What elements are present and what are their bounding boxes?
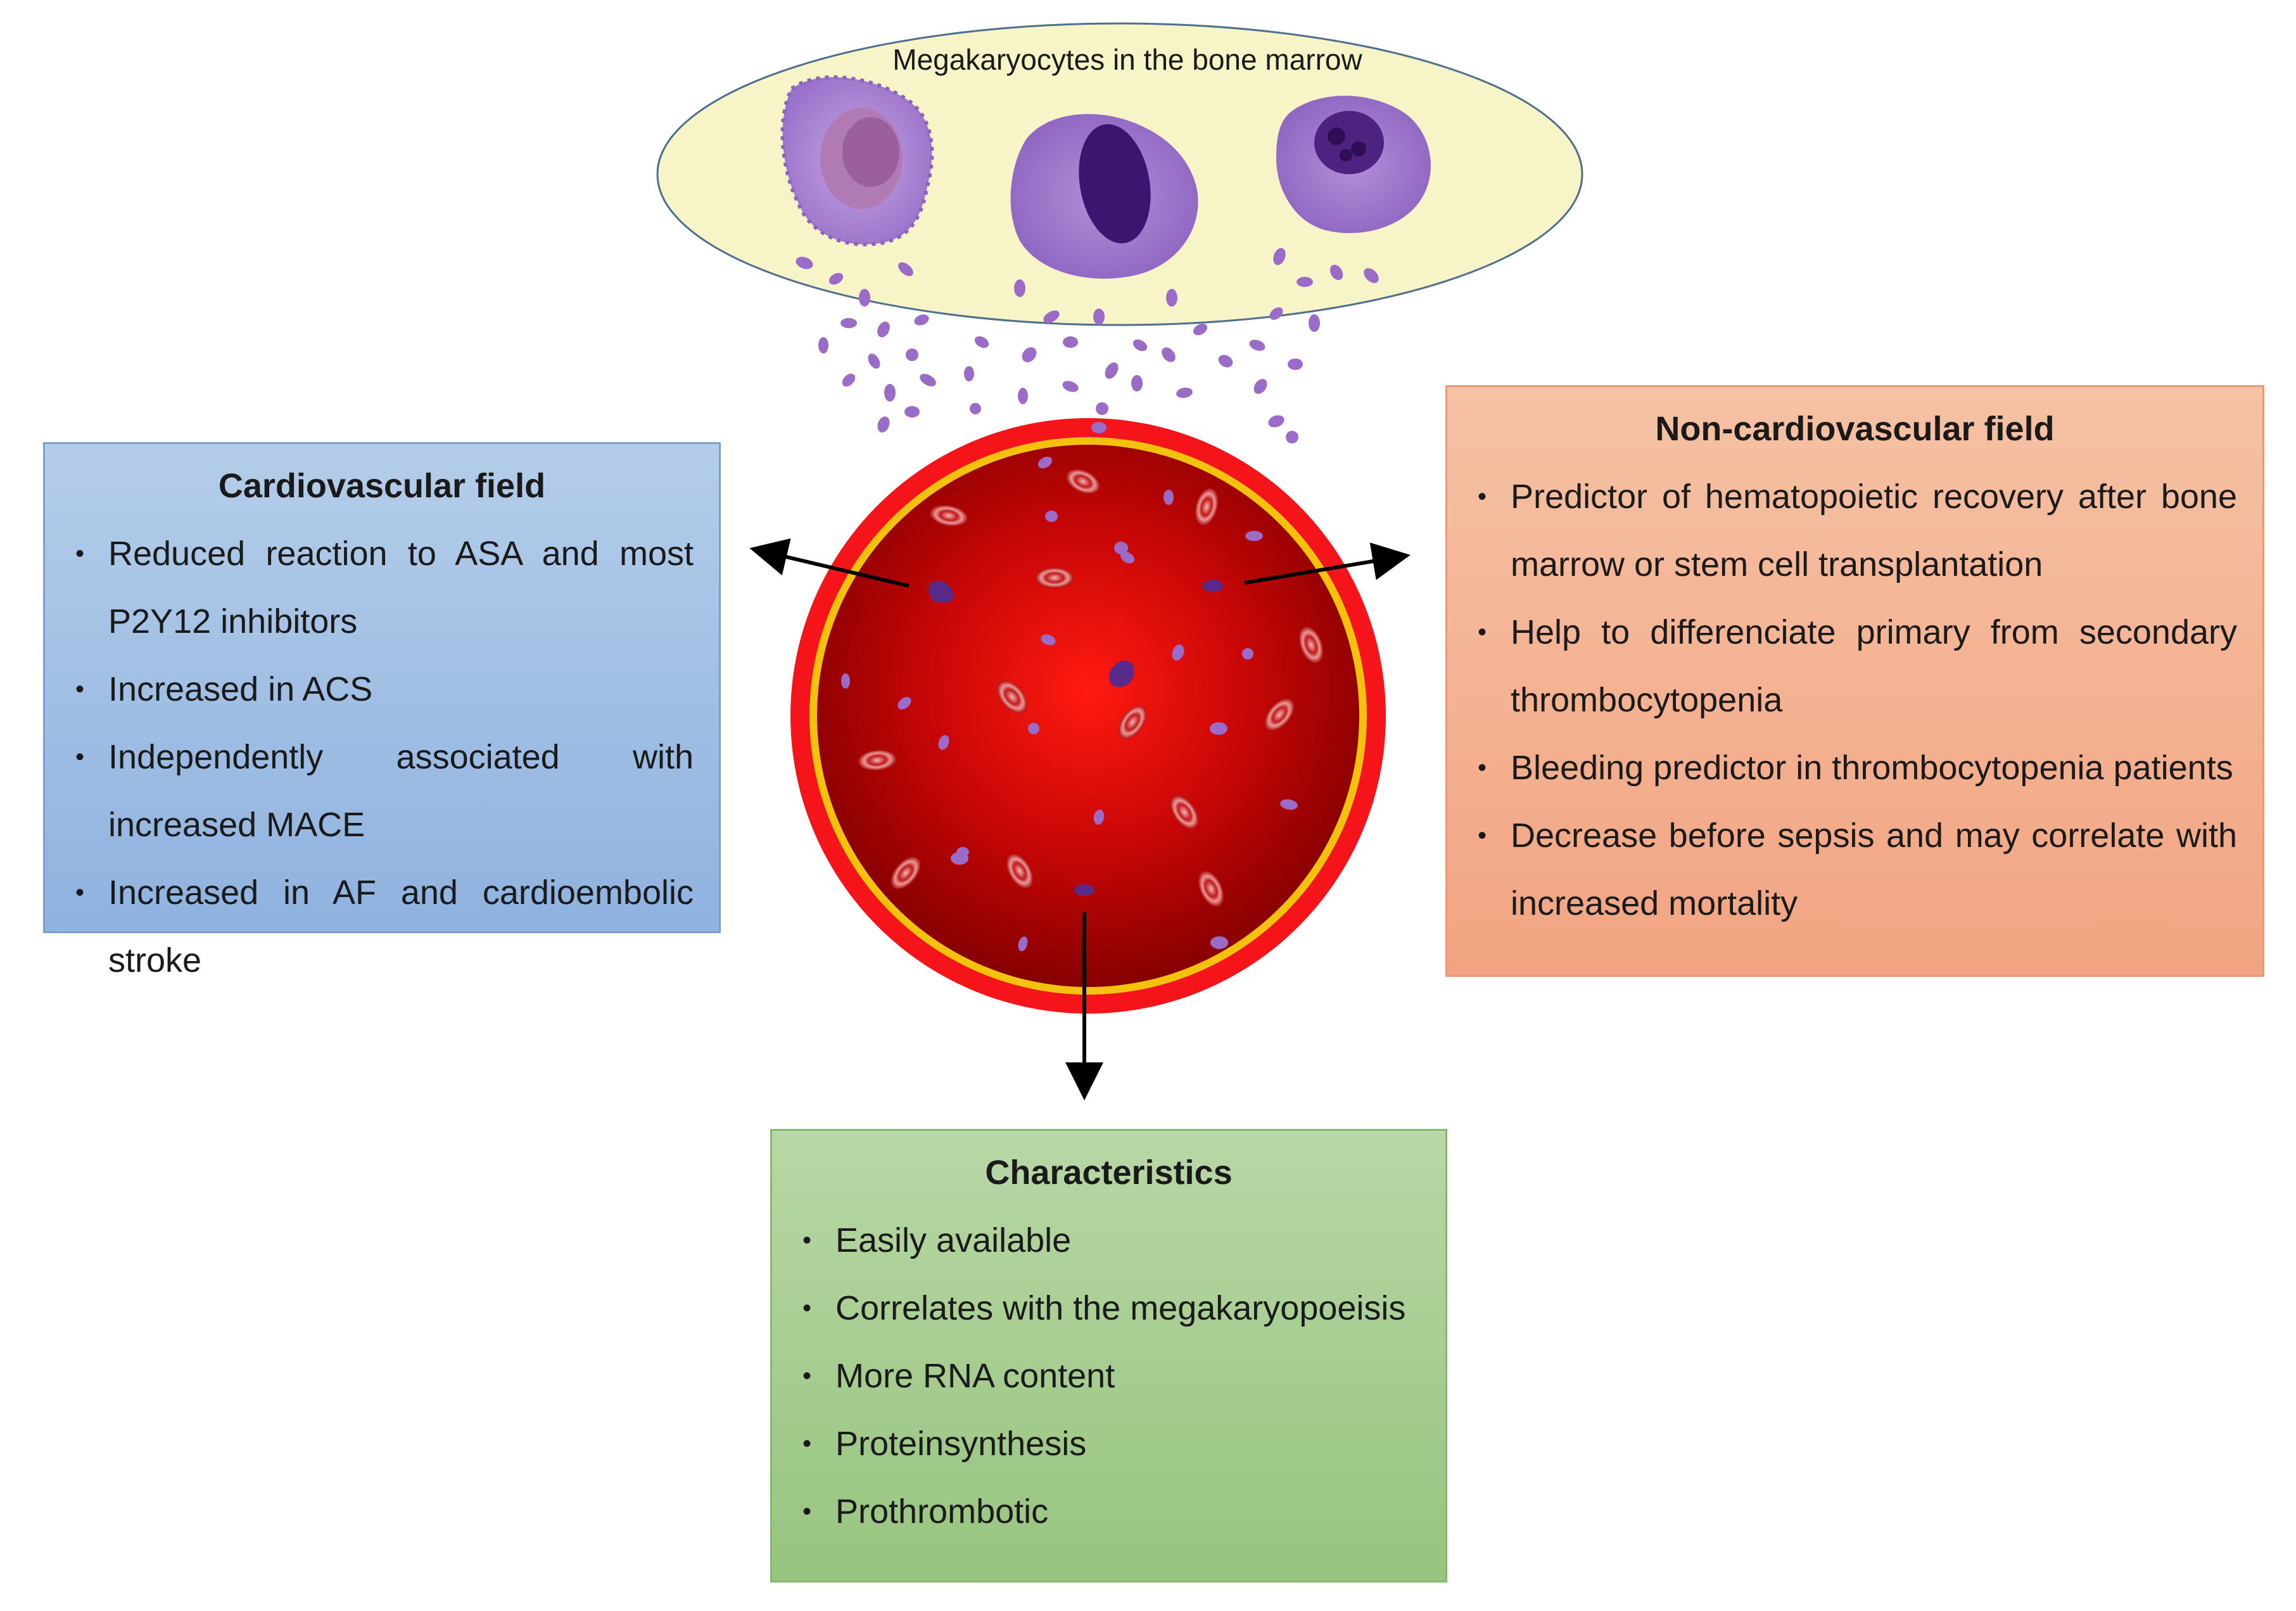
characteristics-list: Easily available Correlates with the meg… <box>797 1207 1420 1546</box>
list-item: Predictor of hematopoietic recovery afte… <box>1473 463 2237 599</box>
bone-marrow-title: Megakaryocytes in the bone marrow <box>892 43 1362 76</box>
megakaryocyte-cell-1 <box>780 75 934 246</box>
blood-vessel <box>790 418 1386 1014</box>
platelets-in-vessel <box>841 422 1298 952</box>
list-item: Increased in ACS <box>70 656 694 723</box>
list-item: Help to differenciate primary from secon… <box>1473 599 2237 734</box>
list-item: Prothrombotic <box>797 1478 1420 1546</box>
reticulated-platelets <box>929 580 1223 896</box>
non-cardiovascular-list: Predictor of hematopoietic recovery afte… <box>1473 463 2237 938</box>
megakaryocyte-cell-2 <box>1010 114 1198 279</box>
non-cardiovascular-panel: Non-cardiovascular field Predictor of he… <box>1445 385 2264 977</box>
ellipse-title-wrapper: Megakaryocytes in the bone marrow <box>892 43 1362 76</box>
released-platelets <box>796 248 1379 443</box>
red-blood-cells <box>858 469 1323 907</box>
non-cardiovascular-title: Non-cardiovascular field <box>1655 410 2055 448</box>
cardiovascular-list: Reduced reaction to ASA and most P2Y12 i… <box>70 520 694 995</box>
characteristics-title: Characteristics <box>985 1154 1233 1192</box>
megakaryocyte-cell-3 <box>1276 96 1431 233</box>
arrow-to-cardiovascular <box>749 538 910 588</box>
list-item: More RNA content <box>797 1342 1420 1410</box>
list-item: Increased in AF and cardioembolic stroke <box>70 859 694 995</box>
list-item: Independently associated with increased … <box>70 723 694 859</box>
arrow-to-non-cardiovascular <box>1244 542 1411 585</box>
characteristics-panel: Characteristics Easily available Correla… <box>770 1129 1447 1582</box>
list-item: Correlates with the megakaryopoeisis <box>797 1275 1420 1342</box>
list-item: Decrease before sepsis and may correlate… <box>1473 802 2237 938</box>
list-item: Easily available <box>797 1207 1420 1275</box>
cardiovascular-panel: Cardiovascular field Reduced reaction to… <box>43 442 721 979</box>
list-item: Reduced reaction to ASA and most P2Y12 i… <box>70 520 694 656</box>
list-item: Proteinsynthesis <box>797 1410 1420 1478</box>
cardiovascular-title: Cardiovascular field <box>218 467 546 505</box>
list-item: Bleeding predictor in thrombocytopenia p… <box>1473 734 2237 802</box>
